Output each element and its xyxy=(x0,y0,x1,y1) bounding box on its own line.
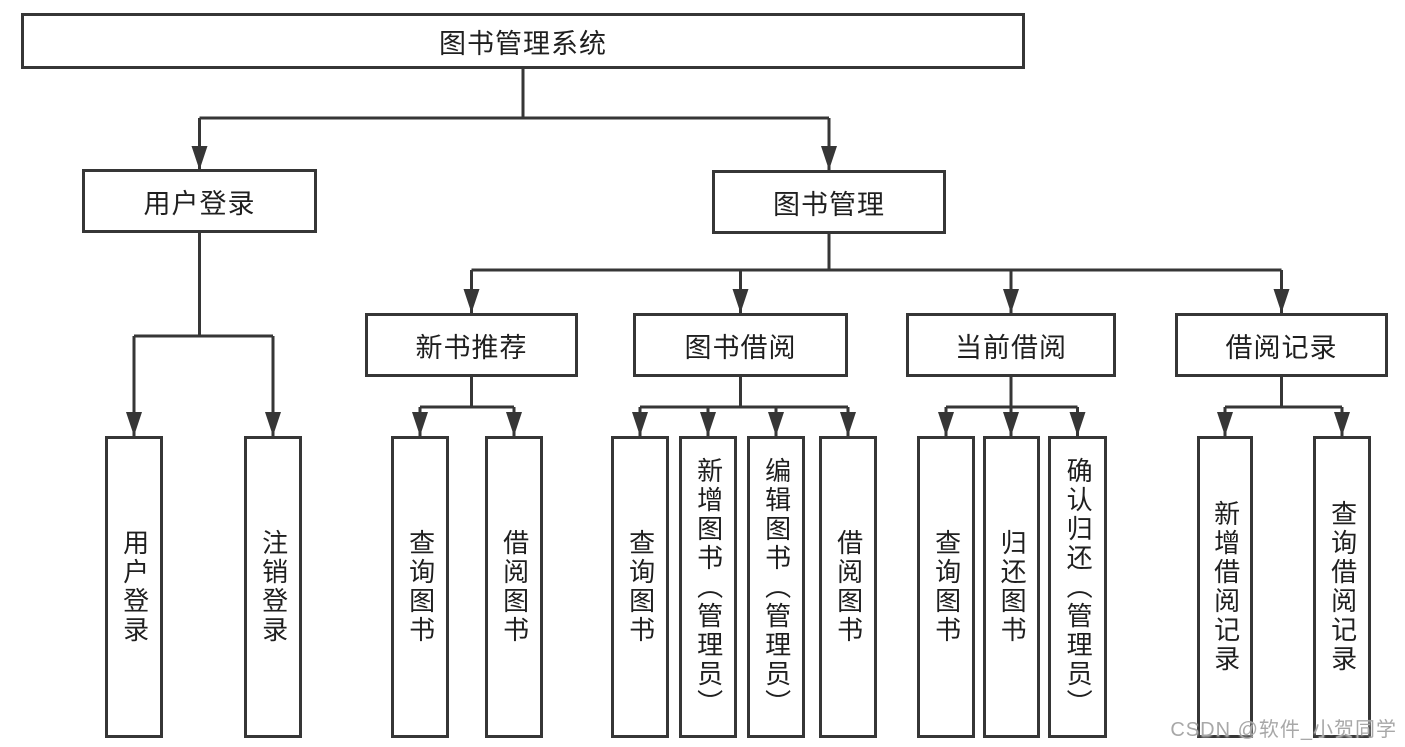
leaf-add-books-admin: 新增图书（管理员） xyxy=(679,436,737,738)
edge-root-trunk xyxy=(199,69,829,120)
node-label: 查询借阅记录 xyxy=(1327,500,1358,674)
leaf-confirm-return-admin: 确认归还（管理员） xyxy=(1048,436,1107,738)
node-user-login: 用户登录 xyxy=(82,169,317,233)
node-label: 图书管理 xyxy=(773,189,885,220)
node-label: 用户登录 xyxy=(143,188,256,219)
node-label: 用户登录 xyxy=(119,529,150,645)
leaf-return-books: 归还图书 xyxy=(983,436,1040,738)
edge-new-book-trunk xyxy=(420,377,514,409)
node-label: 归还图书 xyxy=(997,529,1028,645)
node-label: 图书借阅 xyxy=(684,332,797,363)
leaf-add-borrow-record: 新增借阅记录 xyxy=(1197,436,1253,738)
node-label: 当前借阅 xyxy=(955,332,1067,363)
node-label: 新增图书（管理员） xyxy=(693,456,724,718)
edge-current-borrowing-trunk xyxy=(946,377,1078,409)
edge-borrow-records-trunk xyxy=(1225,377,1342,409)
node-borrowing-records: 借阅记录 xyxy=(1175,313,1388,377)
node-new-book-recommendation: 新书推荐 xyxy=(365,313,578,377)
edge-user-login-trunk xyxy=(134,233,273,338)
leaf-query-borrow-record: 查询借阅记录 xyxy=(1313,436,1371,738)
leaf-query-books-current: 查询图书 xyxy=(917,436,975,738)
node-label: 借阅记录 xyxy=(1225,332,1338,363)
node-label: 借阅图书 xyxy=(833,529,864,645)
node-label: 确认归还（管理员） xyxy=(1063,456,1094,718)
leaf-edit-books-admin: 编辑图书（管理员） xyxy=(747,436,805,738)
watermark: CSDN @软件_小贺同学 xyxy=(1170,719,1397,741)
leaf-borrow-books-borrowing: 借阅图书 xyxy=(819,436,877,738)
leaf-logout: 注销登录 xyxy=(244,436,302,738)
node-label: 新书推荐 xyxy=(415,332,528,363)
node-label: 查询图书 xyxy=(405,529,436,645)
leaf-query-books-recommend: 查询图书 xyxy=(391,436,449,738)
leaf-user-login: 用户登录 xyxy=(105,436,163,738)
node-label: 借阅图书 xyxy=(499,529,530,645)
node-label: 查询图书 xyxy=(931,529,962,645)
node-label: 新增借阅记录 xyxy=(1210,500,1241,674)
node-current-borrowing: 当前借阅 xyxy=(906,313,1116,377)
edge-book-borrowing-trunk xyxy=(640,377,848,409)
node-label: 查询图书 xyxy=(625,529,656,645)
node-label: 图书管理系统 xyxy=(439,28,607,59)
leaf-borrow-books-recommend: 借阅图书 xyxy=(485,436,543,738)
node-label: 编辑图书（管理员） xyxy=(761,456,792,718)
node-library-management-system: 图书管理系统 xyxy=(21,13,1025,69)
node-book-management: 图书管理 xyxy=(712,170,946,234)
leaf-query-books-borrowing: 查询图书 xyxy=(611,436,669,738)
edge-book-management-trunk xyxy=(471,234,1282,272)
node-book-borrowing: 图书借阅 xyxy=(633,313,848,377)
node-label: 注销登录 xyxy=(258,529,289,645)
